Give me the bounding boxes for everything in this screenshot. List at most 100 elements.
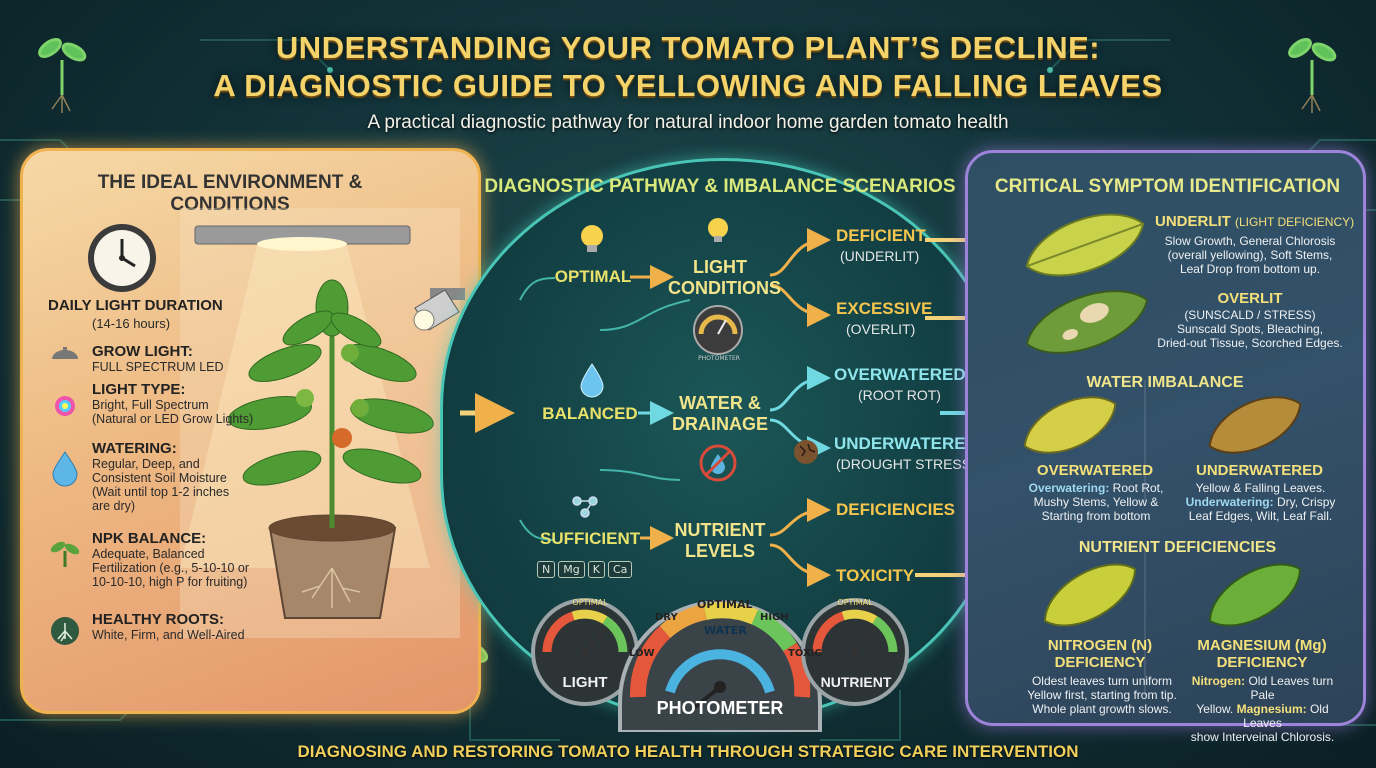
diagnostic-pathway-title: DIAGNOSTIC PATHWAY & IMBALANCE SCENARIOS xyxy=(484,176,956,197)
outcome-deficient: DEFICIENT xyxy=(836,226,926,245)
underwatered-description: Yellow & Falling Leaves. Underwatering: … xyxy=(1183,481,1338,523)
lightbulb-icon xyxy=(708,218,728,242)
nutrient-deficiencies-heading: NUTRIENT DEFICIENCIES xyxy=(1078,539,1277,556)
state-balanced: BALANCED xyxy=(542,404,638,423)
underlit-heading-text: UNDERLIT xyxy=(1155,213,1231,230)
nutrient-gauge xyxy=(801,598,909,706)
factor-line: DRAINAGE xyxy=(671,414,768,434)
condition-detail: are dry) xyxy=(92,499,136,513)
description-line: Mushy Stems, Yellow & xyxy=(1033,495,1159,509)
underlit-description: Slow Growth, General Chlorosis (overall … xyxy=(1150,234,1350,276)
outcome-excessive-sub: (OVERLIT) xyxy=(846,321,916,337)
factor-line: LEVELS xyxy=(684,541,755,561)
factor-line: CONDITIONS xyxy=(668,278,782,298)
condition-item: GROW LIGHT:FULL SPECTRUM LED xyxy=(92,343,224,374)
molecule-icon xyxy=(572,496,598,518)
underwatered-leaf-icon xyxy=(1208,396,1302,454)
seedling-icon xyxy=(50,541,80,567)
description-text: Old Leaves turn Pale xyxy=(1245,674,1334,702)
underlit-heading-note: (LIGHT DEFICIENCY) xyxy=(1235,215,1355,229)
outcome-underwatered-sub: (DROUGHT STRESS) xyxy=(836,456,976,472)
magnesium-deficiency-leaf-icon xyxy=(1208,563,1302,627)
nitrogen-deficiency-leaf-icon xyxy=(1043,563,1137,627)
outcome-deficient-sub: (UNDERLIT) xyxy=(840,248,920,264)
photometer-scale-optimal: OPTIMAL xyxy=(697,598,753,611)
condition-heading: LIGHT TYPE: xyxy=(92,381,186,398)
factor-nutrient-levels: NUTRIENT LEVELS xyxy=(668,520,772,562)
nutrient-gauge-scale: OPTIMAL xyxy=(837,598,873,607)
clock-icon xyxy=(88,224,156,292)
overwatered-lead: Overwatering: xyxy=(1028,481,1110,495)
condition-detail: White, Firm, and Well-Aired xyxy=(92,628,245,642)
underlit-heading: UNDERLIT (LIGHT DEFICIENCY) xyxy=(1155,213,1354,230)
condition-detail: 10-10-10, high P for fruiting) xyxy=(92,575,248,589)
description-line: (overall yellowing), Soft Stems, xyxy=(1167,248,1333,262)
no-water-icon xyxy=(699,444,737,482)
nitrogen-lead: Nitrogen: xyxy=(1191,674,1246,688)
spot-lamp xyxy=(413,288,465,331)
lightbulb-icon xyxy=(581,225,603,252)
condition-item: LIGHT TYPE:Bright, Full Spectrum(Natural… xyxy=(92,381,253,426)
description-line: Slow Growth, General Chlorosis xyxy=(1164,234,1336,248)
cracked-soil-icon xyxy=(794,440,818,464)
description-line: Leaf Edges, Wilt, Leaf Fall. xyxy=(1188,509,1333,523)
outcome-deficiencies: DEFICIENCIES xyxy=(836,500,956,519)
condition-detail: Adequate, Balanced xyxy=(92,547,205,561)
small-photometer-label: PHOTOMETER xyxy=(698,355,740,362)
factor-line: WATER & xyxy=(679,393,761,413)
description-text: Root Rot, xyxy=(1109,481,1164,495)
condition-heading: NPK BALANCE: xyxy=(92,530,207,547)
overwatered-heading: OVERWATERED xyxy=(1036,462,1154,479)
gauge-cluster xyxy=(531,598,909,732)
photometer-scale-toxic: TOXIC xyxy=(788,648,822,659)
photometer-gauge xyxy=(618,600,822,732)
nutrient-chip: Mg xyxy=(558,561,585,578)
photometer-inner-label: WATER xyxy=(704,624,747,637)
small-photometer-icon xyxy=(693,305,743,355)
footer-banner: DIAGNOSING AND RESTORING TOMATO HEALTH T… xyxy=(297,742,1079,761)
tomato-plant-illustration xyxy=(228,279,434,619)
outcome-excessive: EXCESSIVE xyxy=(836,299,933,318)
overlit-description: (SUNSCALD / STRESS) Sunscald Spots, Blea… xyxy=(1150,308,1350,350)
overlit-leaf-icon xyxy=(1025,290,1149,354)
underlit-leaf-icon xyxy=(1025,213,1145,277)
heading-line: NITROGEN (N) xyxy=(1047,637,1153,654)
photometer-scale-low: LOW xyxy=(629,648,655,659)
nutrient-chip: K xyxy=(587,561,605,578)
description-line: (SUNSCALD / STRESS) xyxy=(1184,308,1316,322)
factor-light-conditions: LIGHT CONDITIONS xyxy=(668,257,782,299)
light-gauge-scale: OPTIMAL xyxy=(572,598,608,607)
factor-water-drainage: WATER & DRAINAGE xyxy=(668,393,772,435)
symptom-identification-title: CRITICAL SYMPTOM IDENTIFICATION xyxy=(994,176,1341,197)
nutrient-gauge-label: NUTRIENT xyxy=(820,674,892,690)
nutrient-chip: N xyxy=(537,561,556,578)
condition-detail: FULL SPECTRUM LED xyxy=(92,360,224,374)
description-line: Sunscald Spots, Bleaching, xyxy=(1176,322,1324,336)
title-line-1: UNDERSTANDING YOUR TOMATO PLANT’S DECLIN… xyxy=(275,30,1101,65)
nutrient-chip: Ca xyxy=(607,561,633,578)
description-text: Old Leaves xyxy=(1243,702,1329,730)
condition-heading: GROW LIGHT: xyxy=(92,343,193,360)
light-gauge-label: LIGHT xyxy=(562,674,608,691)
subtitle: A practical diagnostic pathway for natur… xyxy=(367,112,1009,133)
description-line: Leaf Drop from bottom up. xyxy=(1179,262,1321,276)
water-imbalance-heading: WATER IMBALANCE xyxy=(1086,374,1244,391)
light-duration-value: (14-16 hours) xyxy=(92,316,171,331)
grow-lamp-icon xyxy=(52,347,78,359)
photometer-scale-high: HIGH xyxy=(760,612,789,623)
photometer-scale-dry: DRY xyxy=(655,612,678,623)
description-text: Yellow. xyxy=(1196,702,1237,716)
water-drop-icon xyxy=(52,451,78,487)
factor-line: LIGHT xyxy=(693,257,747,277)
outcome-underwatered: UNDERWATERED xyxy=(834,434,978,453)
description-line: Whole plant growth slows. xyxy=(1032,702,1172,716)
title-line-2: A DIAGNOSTIC GUIDE TO YELLOWING AND FALL… xyxy=(213,68,1163,103)
condition-detail: Consistent Soil Moisture xyxy=(92,471,227,485)
description-line: show Interveinal Chlorosis. xyxy=(1190,730,1335,744)
condition-detail: Fertilization (e.g., 5-10-10 or xyxy=(92,561,250,575)
condition-item: HEALTHY ROOTS:White, Firm, and Well-Aire… xyxy=(92,611,245,642)
condition-detail: (Natural or LED Grow Lights) xyxy=(92,412,254,426)
magnesium-deficiency-heading: MAGNESIUM (Mg) DEFICIENCY xyxy=(1192,637,1332,671)
